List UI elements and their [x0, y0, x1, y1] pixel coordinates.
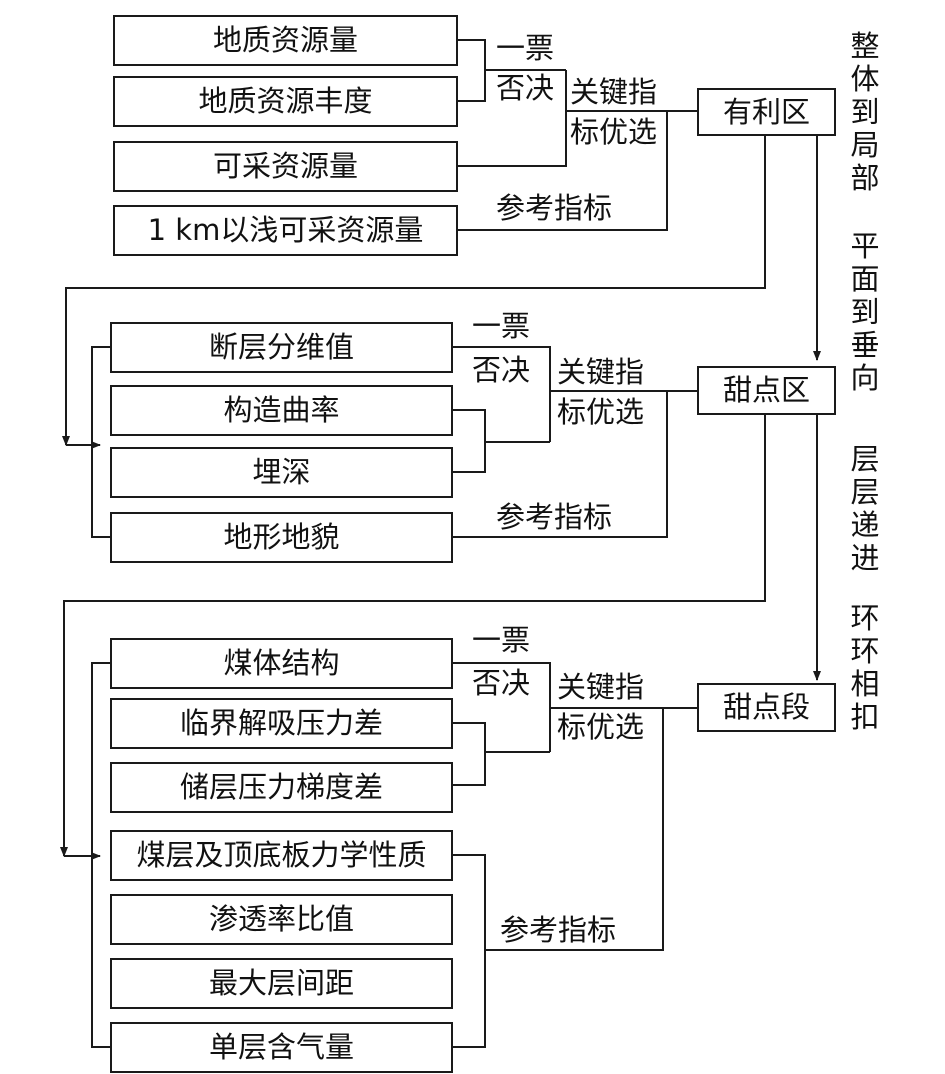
indicator-box-desorption-pressure-diff: 临界解吸压力差	[110, 698, 453, 749]
indicator-box-topography: 地形地貌	[110, 512, 453, 563]
ref-line-3	[485, 708, 664, 951]
key-label-line2: 标优选	[557, 395, 645, 429]
reference-label: 参考指标	[496, 191, 613, 225]
ref-bracket-3	[453, 854, 486, 1048]
indicator-box-coal-structure: 煤体结构	[110, 638, 453, 689]
flow-2-to-3	[60, 415, 766, 857]
veto-bracket-1	[458, 39, 486, 102]
indicator-box-single-layer-gas: 单层含气量	[110, 1022, 453, 1073]
flow-1-to-2	[62, 136, 766, 446]
target-box-sweet-area: 甜点区	[697, 366, 836, 415]
target-box-sweet-segment: 甜点段	[697, 683, 836, 732]
veto-label-line2: 否决	[472, 353, 531, 387]
indicator-box-shallow-recoverable: 1 km以浅可采资源量	[113, 205, 458, 256]
indicator-box-resource-abundance: 地质资源丰度	[113, 76, 458, 127]
indicator-box-geologic-resource: 地质资源量	[113, 15, 458, 66]
s3-left-bracket	[91, 662, 110, 1048]
veto-bracket-2	[453, 346, 551, 442]
veto-label-line1: 一票	[472, 309, 531, 343]
s2-left-bracket	[91, 346, 110, 538]
side-label-whole-to-local: 整体到局部	[850, 29, 880, 195]
indicator-box-permeability-ratio: 渗透率比值	[110, 894, 453, 945]
veto-label-line2: 否决	[472, 666, 531, 700]
indicator-box-burial-depth: 埋深	[110, 447, 453, 498]
key-label-line2: 标优选	[557, 710, 645, 744]
indicator-box-structural-curvature: 构造曲率	[110, 385, 453, 436]
key-label-line2: 标优选	[570, 115, 658, 149]
indicator-box-fault-fractal: 断层分维值	[110, 322, 453, 373]
ref-line-2	[453, 391, 668, 538]
ref-line-1	[458, 111, 668, 231]
reference-label: 参考指标	[500, 913, 617, 947]
key-label-line1: 关键指	[557, 670, 645, 704]
side-label-plane-to-vertical: 平面到垂向	[850, 229, 880, 395]
veto-bracket-3	[453, 662, 551, 752]
indicator-box-mechanical-properties: 煤层及顶底板力学性质	[110, 830, 453, 881]
veto-label-line1: 一票	[496, 31, 555, 65]
veto-inner-2	[453, 409, 486, 473]
indicator-box-max-interlayer-spacing: 最大层间距	[110, 958, 453, 1009]
veto-label-line1: 一票	[472, 623, 531, 657]
side-label-interlocking: 环环相扣	[850, 601, 880, 734]
key-bracket-1	[458, 70, 567, 167]
reference-label: 参考指标	[496, 500, 613, 534]
veto-inner-3	[453, 722, 486, 786]
indicator-box-recoverable-resource: 可采资源量	[113, 141, 458, 192]
indicator-box-pressure-gradient-diff: 储层压力梯度差	[110, 762, 453, 813]
key-label-line1: 关键指	[570, 75, 658, 109]
key-label-line1: 关键指	[557, 355, 645, 389]
side-label-progressive: 层层递进	[850, 442, 880, 575]
target-box-favorable-area: 有利区	[697, 88, 836, 136]
veto-label-line2: 否决	[496, 71, 555, 105]
